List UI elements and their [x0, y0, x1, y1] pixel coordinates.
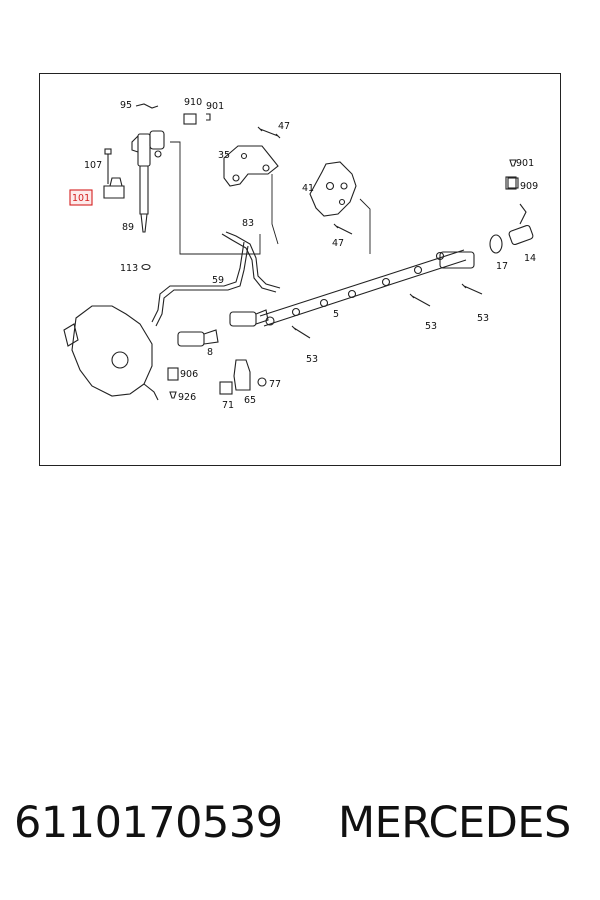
connector-906 [167, 367, 179, 381]
parts-diagram: 95 910 901 47 35 107 101 89 83 41 901 90… [39, 73, 561, 466]
label-17: 17 [496, 261, 508, 272]
nut-77 [257, 377, 267, 387]
bracket-41 [309, 161, 357, 217]
high-pressure-pump [63, 305, 159, 401]
label-53: 53 [306, 354, 318, 365]
label-5: 5 [333, 309, 339, 320]
bolt-53 [409, 293, 431, 307]
bolt-107 [104, 148, 112, 184]
bolt-47 [257, 126, 281, 139]
label-113: 113 [120, 263, 138, 274]
washer-113 [141, 263, 151, 271]
label-59: 59 [212, 275, 224, 286]
injector [131, 130, 165, 233]
label-906: 906 [180, 369, 198, 380]
label-909: 909 [520, 181, 538, 192]
clip-65 [233, 359, 251, 391]
o-ring-17 [489, 234, 503, 254]
label-107: 107 [84, 160, 102, 171]
pressure-regulator-14 [507, 177, 534, 246]
label-8: 8 [207, 347, 213, 358]
injection-line-83 [221, 233, 277, 293]
label-14: 14 [524, 253, 536, 264]
sensor-8 [177, 309, 269, 347]
label-71: 71 [222, 400, 234, 411]
label-901: 901 [206, 101, 224, 112]
injection-line-59 [151, 241, 245, 323]
bracket-35 [223, 145, 279, 187]
highlight-box-101 [69, 189, 93, 206]
bolt-53 [291, 325, 311, 339]
label-101: 101 [72, 193, 90, 204]
connector-910 [183, 113, 197, 125]
label-83: 83 [242, 218, 254, 229]
label-926: 926 [178, 392, 196, 403]
exploded-view-drawing: 95 910 901 47 35 107 101 89 83 41 901 90… [63, 97, 538, 411]
footer-caption: 6110170539 MERCEDES [0, 798, 600, 868]
part-number: 6110170539 [14, 798, 283, 848]
leader-line [359, 198, 371, 254]
label-47: 47 [332, 238, 344, 249]
bolt-53 [461, 283, 483, 295]
label-95: 95 [120, 100, 132, 111]
label-41: 41 [302, 183, 314, 194]
pin-926 [169, 391, 177, 399]
label-77: 77 [269, 379, 281, 390]
connector-909 [505, 176, 517, 190]
leader-line [170, 141, 261, 255]
label-89: 89 [122, 222, 134, 233]
leader-line [271, 174, 279, 245]
spacer-71 [219, 381, 233, 395]
fuel-rail [259, 249, 475, 327]
label-35: 35 [218, 150, 230, 161]
label-53: 53 [425, 321, 437, 332]
label-901: 901 [516, 158, 534, 169]
label-53: 53 [477, 313, 489, 324]
brand-name: MERCEDES [338, 798, 571, 848]
label-65: 65 [244, 395, 256, 406]
clip-95 [135, 103, 159, 109]
bolt-47-lower [333, 223, 353, 235]
label-47: 47 [278, 121, 290, 132]
clamp-101 [103, 177, 125, 199]
connector-901 [509, 159, 517, 167]
label-910: 910 [184, 97, 202, 108]
